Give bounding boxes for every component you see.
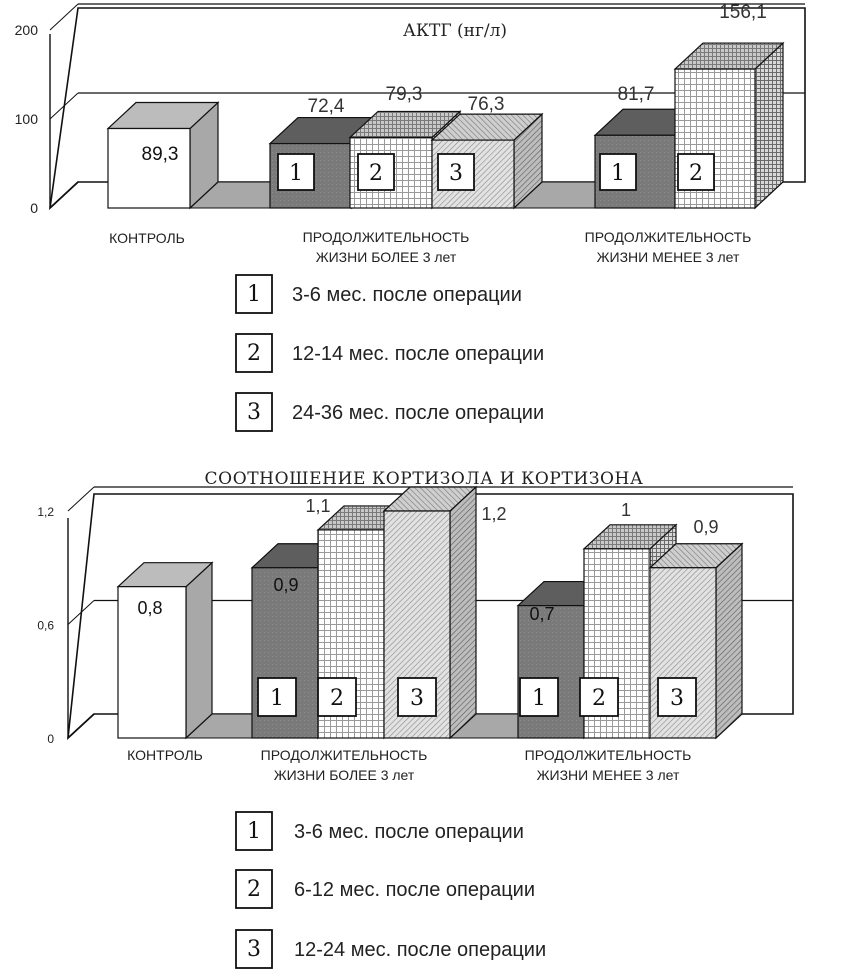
series-key-box [437, 153, 475, 191]
axis-corner [49, 181, 79, 209]
bar-1-1 [116, 561, 214, 740]
bar-1-1 [106, 101, 220, 210]
category-label: ЖИЗНИ БОЛЕЕ 3 лет [316, 249, 457, 265]
series-key-box [277, 153, 315, 191]
chart-title: АКТГ (нг/л) [403, 21, 507, 41]
legend-entry: 6-12 мес. после операции [294, 879, 535, 901]
y-tick-label: 1,2 [37, 505, 54, 519]
y-tick-label: 0 [30, 200, 38, 216]
category-label: ЖИЗНИ МЕНЕЕ 3 лет [597, 249, 740, 265]
y-tick-label: 0 [47, 732, 54, 746]
bar-3-3 [648, 542, 744, 740]
category-label: ПРОДОЛЖИТЕЛЬНОСТЬ [303, 229, 470, 245]
series-key-number: 3 [410, 686, 424, 711]
series-key-number: 1 [270, 686, 284, 711]
legend-2: 1 3-6 мес. после операции 2 6-12 мес. после… [235, 811, 546, 969]
legend-key-box [235, 392, 273, 432]
series-key-number: 1 [532, 686, 546, 711]
data-label: 89,3 [142, 144, 179, 165]
series-key-number: 3 [670, 686, 684, 711]
category-label: КОНТРОЛЬ [127, 747, 203, 763]
legend-key-number: 2 [247, 877, 261, 902]
gridline-side [49, 92, 79, 120]
category-label: КОНТРОЛЬ [109, 230, 185, 246]
legend-key-number: 2 [247, 341, 261, 366]
series-key-number: 1 [611, 161, 625, 186]
category-label: ЖИЗНИ БОЛЕЕ 3 лет [274, 767, 415, 783]
data-label: 1,2 [481, 504, 506, 524]
legend-entry: 3-6 мес. после операции [292, 284, 522, 306]
gridline-side [67, 486, 95, 512]
data-label: 0,7 [529, 604, 554, 624]
bar-side [754, 41, 784, 210]
series-key-number: 2 [689, 161, 703, 186]
legend-key-box [235, 811, 273, 851]
axis-corner [67, 713, 95, 739]
legend-entry: 3-6 мес. после операции [294, 821, 524, 843]
gridline-side [49, 3, 79, 31]
data-label: 0,9 [273, 575, 298, 595]
series-key-number: 3 [449, 161, 463, 186]
series-key-box [599, 153, 637, 191]
series-key-box [397, 677, 437, 717]
y-tick-label: 200 [15, 22, 39, 38]
bar-front [117, 586, 187, 739]
gridline-side [67, 600, 95, 625]
category-label: ПРОДОЛЖИТЕЛЬНОСТЬ [261, 747, 428, 763]
bar-side [185, 561, 213, 740]
series-key-box [519, 677, 559, 717]
legend-entry: 12-14 мес. после операции [292, 343, 544, 365]
series-key-box [677, 153, 715, 191]
series-key-number: 1 [289, 161, 303, 186]
legend-key-box [235, 274, 273, 314]
legend-key-box [235, 929, 273, 969]
bar-side [715, 542, 743, 740]
chart-1: 0 100 200 АКТГ (нг/л) 89,3 72,4 79,3 76,3 81,7 15… [15, 2, 806, 265]
category-label: ЖИЗНИ МЕНЕЕ 3 лет [537, 767, 680, 783]
series-key-box [257, 677, 297, 717]
legend-entry: 12-24 мес. после операции [294, 939, 546, 961]
bar-front [517, 604, 585, 739]
series-key-number: 2 [592, 686, 606, 711]
series-key-box [317, 677, 357, 717]
data-label: 0,8 [137, 598, 162, 618]
data-label: 1 [621, 500, 631, 520]
category-label: ПРОДОЛЖИТЕЛЬНОСТЬ [525, 747, 692, 763]
data-label: 79,3 [386, 84, 423, 105]
series-key-number: 2 [330, 686, 344, 711]
legend-entry: 24-36 мес. после операции [292, 402, 544, 424]
legend-key-number: 1 [247, 819, 261, 844]
legend-1: 1 3-6 мес. после операции 2 12-14 мес. посл… [235, 274, 544, 432]
data-label: 76,3 [468, 94, 505, 115]
y-tick-label: 100 [15, 111, 39, 127]
series-key-box [357, 153, 395, 191]
chart-2: 0 0,6 1,2 0,8 0,9 1,1 1,2 0,7 1 0,9 1 2 3 1 2 3КОНТРОЛЬ… [37, 485, 794, 783]
data-label: 72,4 [308, 96, 345, 117]
legend-key-number: 3 [247, 937, 261, 962]
legend-key-number: 1 [247, 282, 261, 307]
category-label: ПРОДОЛЖИТЕЛЬНОСТЬ [585, 229, 752, 245]
data-label: 0,9 [693, 517, 718, 537]
series-key-box [579, 677, 619, 717]
data-label: 156,1 [719, 2, 767, 23]
data-label: 81,7 [618, 84, 655, 105]
legend-key-box [235, 869, 273, 909]
bar-front [107, 127, 191, 209]
data-label: 1,1 [305, 496, 330, 516]
legend-key-box [235, 333, 273, 373]
series-key-box [657, 677, 697, 717]
bar-side [449, 485, 477, 740]
series-key-number: 2 [369, 161, 383, 186]
y-tick-label: 0,6 [37, 619, 54, 633]
chart-title: СООТНОШЕНИЕ КОРТИЗОЛА И КОРТИЗОНА [205, 469, 644, 489]
legend-key-number: 3 [247, 400, 261, 425]
